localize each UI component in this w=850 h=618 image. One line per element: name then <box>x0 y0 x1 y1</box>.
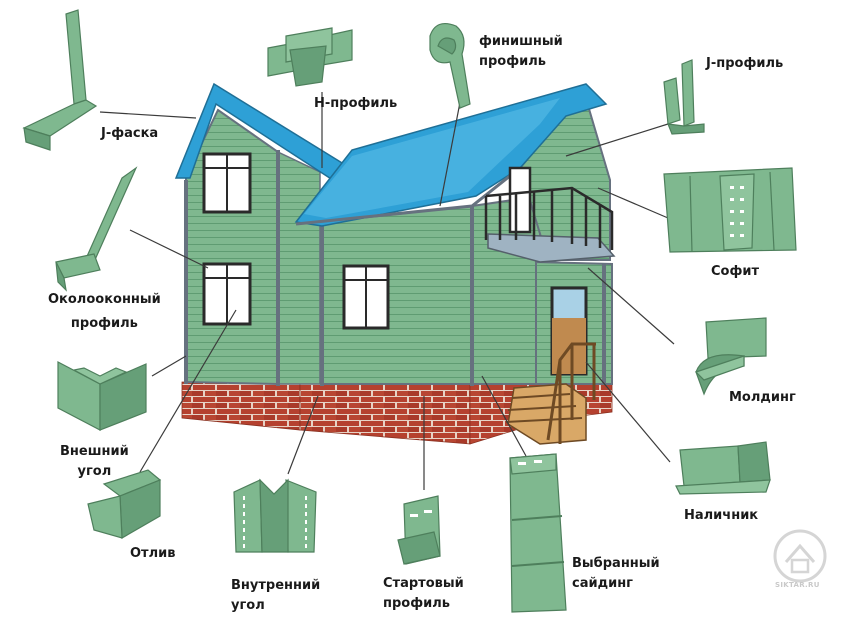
roof-main-highlight <box>304 98 560 218</box>
balcony-railing <box>484 186 614 250</box>
part-outer-corner <box>57 361 147 431</box>
label-finish-profile: финишный профиль <box>479 32 563 72</box>
brick-plinth-front <box>299 381 471 445</box>
balcony-door <box>508 166 532 234</box>
label-okolookonny-line2: профиль <box>70 316 138 331</box>
label-j-profile: J-профиль <box>706 56 784 71</box>
part-starter-profile <box>397 495 441 565</box>
label-chosen-line2: сайдинг <box>572 576 633 591</box>
label-okolookonny: Околооконный профиль <box>48 290 161 334</box>
label-molding: Молдинг <box>729 390 796 405</box>
label-inner-corner-line2: угол <box>231 598 265 613</box>
balcony-floor <box>487 233 616 263</box>
label-chosen-siding: Выбранный сайдинг <box>572 554 660 594</box>
label-outer-corner: Внешний угол <box>60 442 129 482</box>
house <box>174 82 616 445</box>
label-nalichnik: Наличник <box>684 508 759 523</box>
watermark-logo <box>773 529 827 583</box>
part-otliv <box>87 469 162 540</box>
parts <box>22 9 797 613</box>
label-j-faska: J-фаска <box>101 126 159 141</box>
watermark-text: SIKTAR.RU <box>775 581 820 589</box>
label-outer-corner-line1: Внешний <box>60 444 129 459</box>
front-upper-wall <box>277 150 321 385</box>
label-finish-line2: профиль <box>479 54 546 69</box>
part-j-profile <box>663 59 705 135</box>
part-inner-corner <box>233 478 317 553</box>
part-sofit <box>663 167 797 253</box>
label-h-profile: Н-профиль <box>314 96 398 111</box>
part-nalichnik <box>675 441 771 495</box>
label-chosen-line1: Выбранный <box>572 556 660 571</box>
leader-lines <box>99 91 675 490</box>
label-sofit: Софит <box>711 264 760 279</box>
label-starter-profile: Стартовый профиль <box>383 574 464 614</box>
part-h-profile <box>267 27 353 87</box>
label-otliv: Отлив <box>130 546 176 561</box>
part-finish-profile <box>429 23 471 109</box>
label-outer-corner-line2: угол <box>77 464 112 479</box>
label-inner-corner: Внутренний угол <box>231 576 320 616</box>
roof-edge-trim <box>295 166 521 226</box>
brick-plinth-left <box>181 381 301 431</box>
part-chosen-siding <box>509 453 567 613</box>
label-inner-corner-line1: Внутренний <box>231 578 321 593</box>
label-okolookonny-line1: Околооконный <box>48 292 161 307</box>
label-starter-line2: профиль <box>383 596 450 611</box>
part-okolookonny-profile <box>55 166 138 292</box>
part-j-faska <box>22 9 98 151</box>
part-molding <box>694 317 767 396</box>
label-starter-line1: Стартовый <box>383 576 464 591</box>
label-finish-line1: финишный <box>479 34 563 49</box>
